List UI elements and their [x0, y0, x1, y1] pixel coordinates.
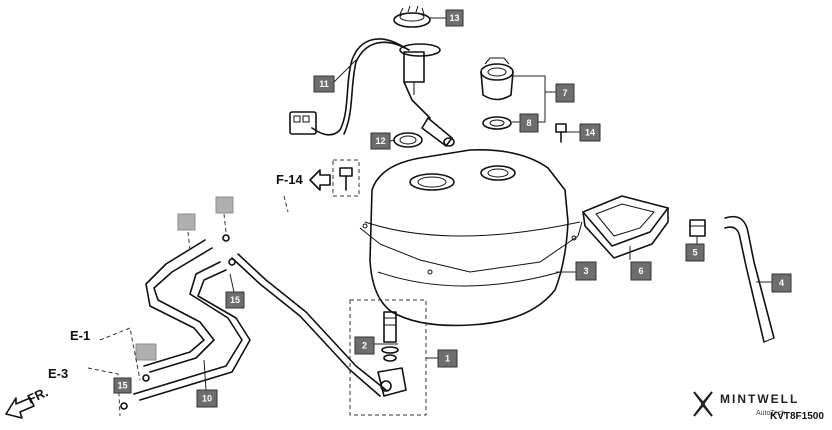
leader-lines: [203, 17, 772, 391]
ref-e3-label: E-3: [48, 366, 68, 381]
ref-fr-label: FR.: [25, 384, 50, 406]
bolt-14-part: [555, 123, 567, 143]
svg-text:13: 13: [449, 13, 459, 23]
pump-gasket-part: [393, 132, 423, 148]
svg-text:11: 11: [319, 79, 329, 89]
svg-text:6: 6: [638, 266, 643, 276]
vent-hose: [231, 253, 387, 397]
fuel-pump-assembly: [289, 38, 455, 147]
callout-15-lower: 15: [113, 377, 132, 394]
ref-e1-label: E-1: [70, 328, 90, 343]
callout-1: 1: [437, 349, 458, 368]
callout-11: 11: [313, 75, 335, 93]
svg-text:3: 3: [583, 266, 588, 276]
watermark-tagline: AutoTech: [756, 410, 785, 417]
svg-text:7: 7: [562, 88, 567, 98]
svg-text:14: 14: [585, 128, 595, 138]
callout-6: 6: [630, 261, 652, 281]
callout-illegible-c: [135, 343, 157, 361]
callout-2: 2: [354, 336, 375, 355]
svg-text:2: 2: [362, 341, 367, 351]
svg-text:4: 4: [779, 278, 784, 288]
drain-tube-part: [724, 215, 775, 343]
bolt-f14-part: [332, 159, 360, 197]
f14-arrow: [309, 169, 331, 191]
clips: [120, 234, 236, 410]
front-arrow: [5, 397, 35, 419]
callout-14: 14: [579, 123, 601, 142]
svg-text:1: 1: [445, 354, 450, 364]
callout-illegible-a: [177, 213, 196, 231]
callout-15-upper: 15: [225, 291, 245, 309]
diagram-code: KVT8F1500: [770, 411, 824, 422]
callout-12: 12: [370, 132, 391, 150]
filler-gasket-part: [482, 116, 512, 130]
callout-13: 13: [445, 9, 464, 27]
callout-5: 5: [685, 243, 705, 262]
svg-text:12: 12: [375, 136, 385, 146]
svg-text:5: 5: [692, 248, 697, 258]
fuel-hose-10: [133, 239, 251, 401]
callout-4: 4: [771, 273, 792, 293]
lock-ring-part: [393, 5, 431, 28]
filler-neck-part: [480, 57, 514, 101]
svg-text:15: 15: [230, 295, 240, 305]
callout-3: 3: [575, 261, 597, 281]
fuel-cock-part: [349, 299, 427, 416]
svg-text:8: 8: [526, 118, 531, 128]
tray-part: [582, 195, 669, 259]
fuel-tank-part: [359, 149, 583, 327]
svg-text:10: 10: [202, 394, 212, 404]
watermark-brand: MINTWELL: [720, 392, 799, 406]
mintwell-logo: MINTWELL AutoTech: [693, 391, 799, 417]
svg-text:15: 15: [117, 381, 127, 391]
ref-f14-label: F-14: [276, 172, 304, 187]
callout-illegible-b: [215, 196, 234, 214]
joint-part: [689, 219, 706, 237]
callout-10: 10: [196, 389, 218, 408]
callout-7: 7: [555, 83, 575, 103]
callout-8: 8: [519, 113, 539, 133]
